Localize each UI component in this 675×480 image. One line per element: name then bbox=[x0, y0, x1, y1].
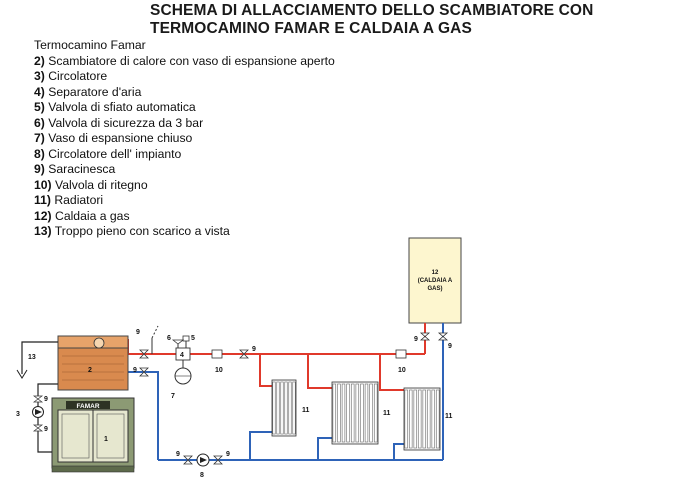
valve-9-a bbox=[139, 349, 149, 359]
check-valve-a bbox=[211, 349, 223, 359]
legend-num: 6) bbox=[34, 115, 45, 130]
radiator-2 bbox=[331, 381, 379, 445]
legend-text: Valvola di ritegno bbox=[55, 177, 148, 192]
air-vent bbox=[182, 335, 190, 342]
valve-9-c bbox=[139, 367, 149, 377]
valve-9-boiler-cold bbox=[437, 332, 449, 341]
label-6: 6 bbox=[167, 335, 171, 342]
radiator-1 bbox=[271, 379, 297, 437]
legend-list: Termocamino Famar 2) Scambiatore di calo… bbox=[34, 38, 335, 240]
label-8: 8 bbox=[200, 472, 204, 479]
label-10-a: 10 bbox=[215, 367, 223, 374]
legend-num: 7) bbox=[34, 131, 45, 145]
legend-num: 5) bbox=[34, 100, 45, 114]
legend-num: 9) bbox=[34, 162, 45, 176]
legend-text: Valvola di sfiato automatica bbox=[48, 100, 196, 114]
label-11-a: 11 bbox=[302, 407, 310, 414]
label-9-a: 9 bbox=[136, 329, 140, 336]
label-5: 5 bbox=[191, 335, 195, 342]
legend-text: Troppo pieno con scarico a vista bbox=[54, 224, 230, 238]
fireplace-brand: FAMAR bbox=[76, 403, 99, 410]
legend-text: Valvola di sicurezza da 3 bar bbox=[48, 115, 204, 130]
label-2: 2 bbox=[88, 367, 92, 374]
legend-item: 10) Valvola di ritegno bbox=[34, 178, 335, 194]
label-10-b: 10 bbox=[398, 367, 406, 374]
valve-9-d bbox=[183, 455, 193, 465]
legend-text: Saracinesca bbox=[48, 162, 116, 176]
legend-item: 12) Caldaia a gas bbox=[34, 209, 335, 225]
safety-valve bbox=[171, 339, 185, 345]
legend-num: 3) bbox=[34, 69, 45, 83]
legend-item-1: Termocamino Famar bbox=[34, 38, 146, 52]
label-11-c: 11 bbox=[445, 413, 453, 420]
legend-item: 3) Circolatore bbox=[34, 69, 335, 85]
valve-9-b bbox=[239, 349, 249, 359]
legend-item: 2) Scambiatore di calore con vaso di esp… bbox=[34, 54, 335, 70]
radiator-3 bbox=[403, 387, 441, 451]
title-line-1: SCHEMA DI ALLACCIAMENTO DELLO SCAMBIATOR… bbox=[150, 2, 594, 19]
legend-item: 13) Troppo pieno con scarico a vista bbox=[34, 224, 335, 240]
boiler-label-2: (CALDAIA A bbox=[418, 278, 453, 284]
heat-exchanger bbox=[57, 335, 129, 391]
label-9-fp-top: 9 bbox=[44, 396, 48, 403]
valve-9-boiler-hot bbox=[419, 332, 431, 341]
fireplace-famar bbox=[51, 397, 135, 473]
legend-text: Circolatore bbox=[48, 69, 108, 83]
legend-item: 4) Separatore d'aria bbox=[34, 85, 335, 101]
label-4: 4 bbox=[180, 352, 184, 359]
legend-text: Radiatori bbox=[54, 193, 104, 207]
legend-num: 12) bbox=[34, 208, 52, 223]
label-9-boiler: 9 bbox=[414, 336, 418, 343]
label-9-d: 9 bbox=[176, 451, 180, 458]
label-9-e: 9 bbox=[226, 451, 230, 458]
legend-text: Caldaia a gas bbox=[55, 208, 130, 223]
check-valve-b bbox=[395, 349, 407, 359]
legend-item: 7) Vaso di espansione chiuso bbox=[34, 131, 335, 147]
label-9-fp-bottom: 9 bbox=[44, 426, 48, 433]
legend-item: 11) Radiatori bbox=[34, 193, 335, 209]
legend-num: 10) bbox=[34, 177, 52, 192]
label-3: 3 bbox=[16, 411, 20, 418]
boiler-label-1: 12 bbox=[432, 270, 439, 276]
valve-9-e bbox=[213, 455, 223, 465]
label-9-c: 9 bbox=[133, 367, 137, 374]
legend-text: Circolatore dell' impianto bbox=[48, 146, 182, 161]
legend-text: Scambiatore di calore con vaso di espans… bbox=[48, 53, 335, 68]
boiler-label-3: GAS) bbox=[428, 286, 443, 292]
legend-item: 6) Valvola di sicurezza da 3 bar bbox=[34, 116, 335, 132]
label-11-b: 11 bbox=[383, 410, 391, 417]
label-1: 1 bbox=[104, 436, 108, 443]
label-9-b: 9 bbox=[252, 346, 256, 353]
legend-num: 4) bbox=[34, 84, 45, 99]
legend-text: Vaso di espansione chiuso bbox=[48, 131, 193, 145]
title-line-2: TERMOCAMINO FAMAR E CALDAIA A GAS bbox=[150, 20, 472, 37]
legend-num: 13) bbox=[34, 224, 52, 238]
label-9-boiler-b: 9 bbox=[448, 343, 452, 350]
legend-text: Separatore d'aria bbox=[48, 84, 142, 99]
legend-item: 5) Valvola di sfiato automatica bbox=[34, 100, 335, 116]
label-13: 13 bbox=[28, 354, 36, 361]
legend-item: 8) Circolatore dell' impianto bbox=[34, 147, 335, 163]
gas-boiler bbox=[408, 237, 462, 324]
legend-item: 9) Saracinesca bbox=[34, 162, 335, 178]
label-7: 7 bbox=[171, 393, 175, 400]
legend-num: 8) bbox=[34, 146, 45, 161]
legend-num: 11) bbox=[34, 193, 51, 207]
page-title: SCHEMA DI ALLACCIAMENTO DELLO SCAMBIATOR… bbox=[150, 2, 670, 38]
legend-num: 2) bbox=[34, 53, 45, 68]
